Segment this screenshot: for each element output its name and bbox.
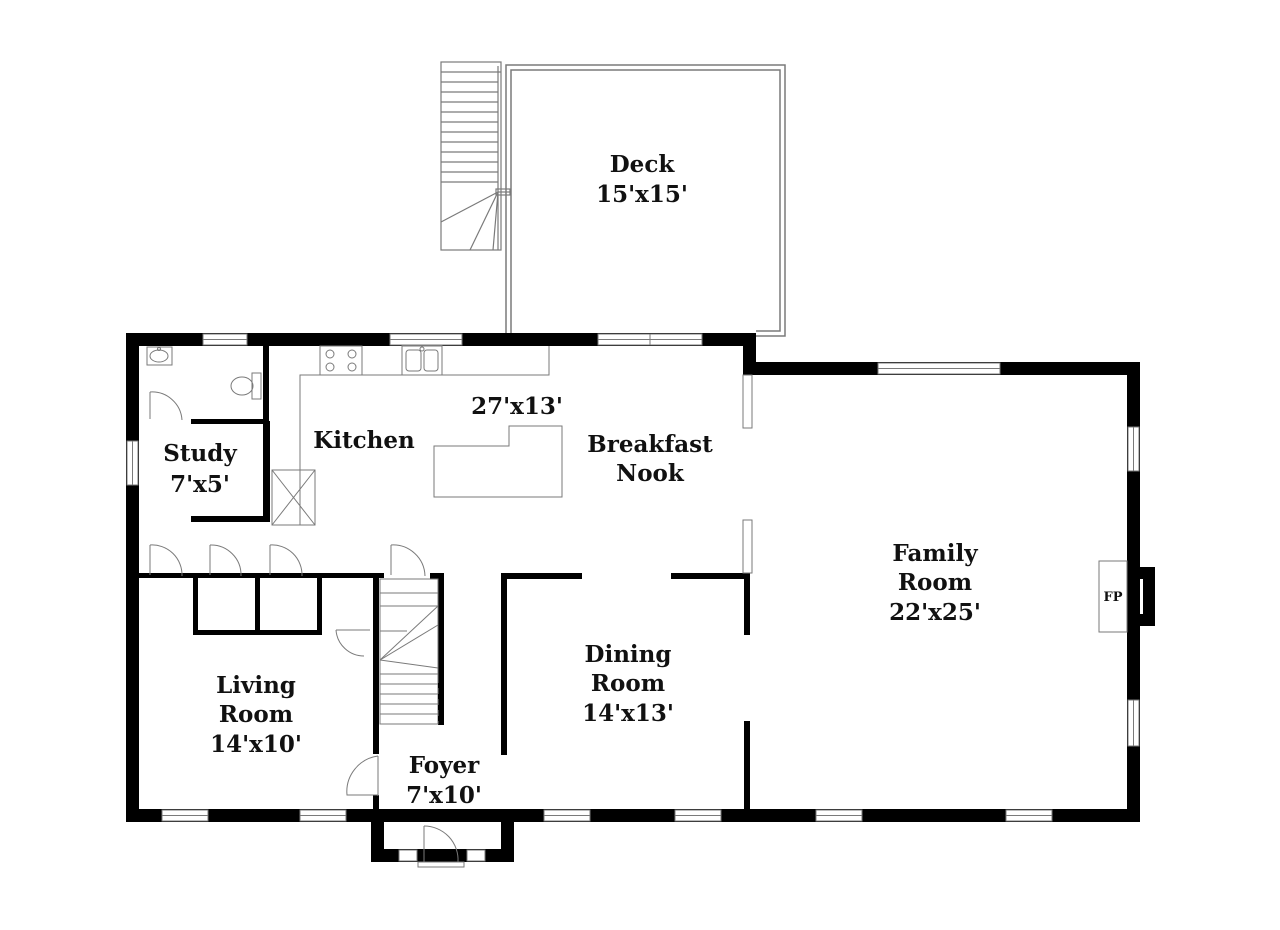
stair-railing: [438, 683, 444, 721]
deck-name: Deck: [610, 151, 676, 178]
dining-room-name-line1: Dining: [585, 641, 672, 668]
exterior-walls: [126, 333, 1155, 862]
fireplace: [1098, 560, 1128, 633]
foyer-name: Foyer: [409, 752, 480, 779]
windows: [126, 333, 1140, 862]
family-room-size: 22'x25': [889, 599, 981, 626]
family-room-name-line1: Family: [892, 540, 978, 567]
bathroom-fixtures: [146, 346, 262, 400]
living-room-name-line1: Living: [216, 672, 296, 699]
window-panes: [132, 334, 1134, 816]
deck-stairs: [440, 61, 511, 251]
dining-room-size: 14'x13': [582, 700, 674, 727]
doors: [149, 391, 465, 868]
breakfast-nook-name-line2: Nook: [616, 460, 685, 487]
fireplace-label: FP: [1103, 590, 1122, 605]
breakfast-nook-name-line1: Breakfast: [587, 431, 713, 458]
kitchen-name: Kitchen: [313, 427, 415, 454]
kitchen-size: 27'x13': [471, 393, 563, 420]
interior-walls: [137, 345, 750, 812]
study-name: Study: [163, 440, 237, 467]
living-room-name-line2: Room: [219, 701, 293, 728]
living-room-size: 14'x10': [210, 731, 302, 758]
deck: [505, 64, 786, 337]
deck-size: 15'x15': [596, 181, 688, 208]
main-stairs: [379, 578, 439, 725]
dining-room-name-line2: Room: [591, 670, 665, 697]
family-room-name-line2: Room: [898, 569, 972, 596]
partitions: [742, 374, 753, 574]
foyer-size: 7'x10': [406, 782, 482, 809]
kitchen-fixtures: [271, 345, 563, 526]
study-size: 7'x5': [170, 471, 230, 498]
